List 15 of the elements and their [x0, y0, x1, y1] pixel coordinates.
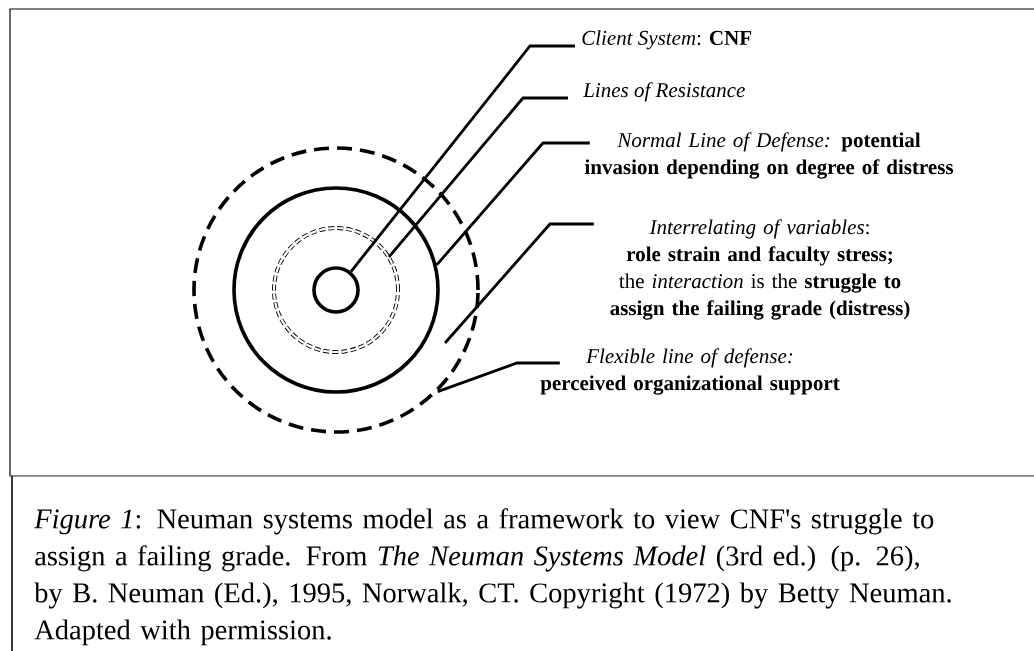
caption: Figure 1: Neuman systems model as a framework to view CNF's struggle to assign a failing grade. From The Neuman Systems Model (3rd ed.) (p. 26), by B. Neuman (Ed.), 1995, Norwalk, CT. Copyright (1972) by Betty Neuman. Adapted with permission. [34, 508, 951, 646]
callout-label: Interrelating of variables: role strain and faculty stress; the interaction is the struggle to assign the failing grade (distress) [610, 219, 910, 320]
callout-label: Flexible line of defense: perceived organizational support [540, 348, 840, 395]
callout-label: Client System: CNF [582, 30, 752, 50]
leader-line [443, 222, 594, 344]
circle [312, 266, 360, 314]
leader-line [437, 361, 560, 393]
double-dashed-circle [272, 226, 400, 354]
leader-line [435, 141, 590, 266]
callout-label: Normal Line of Defense: potential invasion depending on degree of distress [584, 132, 954, 179]
callout-label: Lines of Resistance [582, 82, 745, 102]
circle [232, 186, 440, 394]
dashed-circle [192, 146, 480, 434]
leader-line [387, 96, 568, 258]
leader-line [349, 44, 575, 273]
